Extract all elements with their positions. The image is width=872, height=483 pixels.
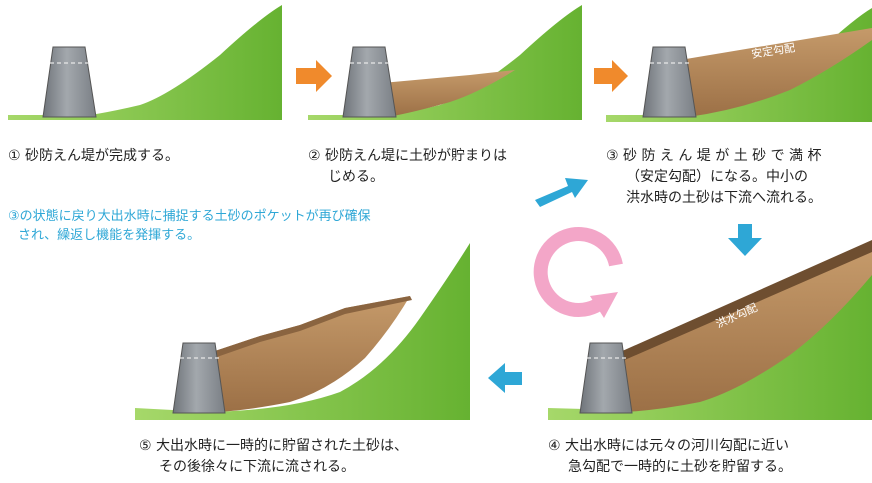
dam <box>642 46 697 118</box>
step-3-caption: ③ 砂 防 え ん 堤 が 土 砂 で 満 杯 （安定勾配）になる。中小の 洪水… <box>606 146 872 209</box>
caption-line: ⑤ 大出水時に一時的に貯留された土砂は、 <box>139 438 408 454</box>
caption-line: ① 砂防えん堤が完成する。 <box>8 148 180 164</box>
caption-line: 急勾配で一時的に土砂を貯留する。 <box>568 459 792 475</box>
stable-slope-label: 安定勾配 <box>750 40 796 61</box>
note-line: ③の状態に戻り大出水時に捕捉する土砂のポケットが再び確保 <box>8 209 371 224</box>
orange-arrow-icon <box>594 60 628 92</box>
hillside <box>548 240 872 420</box>
panel-2 <box>308 5 582 120</box>
caption-line: 洪水時の土砂は下流へ流れる。 <box>626 190 822 206</box>
caption-line: ③ 砂 防 え ん 堤 が 土 砂 で 満 杯 <box>606 148 822 164</box>
flood-slope-band <box>620 240 872 362</box>
panel-3: 安定勾配 <box>606 8 872 122</box>
cycle-arrow-icon <box>533 227 623 318</box>
note-line: され、繰返し機能を発揮する。 <box>18 228 201 243</box>
blue-left-arrow-icon <box>488 363 522 393</box>
hillside <box>308 5 582 120</box>
hillside <box>606 8 872 122</box>
step-2-caption: ② 砂防えん堤に土砂が貯まりは じめる。 <box>308 146 507 188</box>
caption-line: その後徐々に下流に流される。 <box>159 459 355 475</box>
dam <box>579 342 633 414</box>
hillside <box>8 5 282 120</box>
panel-4: 洪水勾配 <box>548 240 872 420</box>
panel-5 <box>135 243 470 420</box>
caption-line: ② 砂防えん堤に土砂が貯まりは <box>308 148 508 164</box>
sediment-surface <box>212 296 412 358</box>
caption-line: （安定勾配）になる。中小の <box>626 169 808 185</box>
caption-line: ④ 大出水時には元々の河川勾配に近い <box>548 438 789 454</box>
sediment-deposit <box>680 28 872 117</box>
blue-down-arrow-icon <box>728 224 762 256</box>
dam <box>342 46 397 118</box>
step-1-caption: ① 砂防えん堤が完成する。 <box>8 146 179 167</box>
sediment-deposit <box>212 296 410 412</box>
step-4-caption: ④ 大出水時には元々の河川勾配に近い 急勾配で一時的に土砂を貯留する。 <box>548 436 872 478</box>
sediment-deposit <box>620 250 872 412</box>
dam <box>42 46 97 118</box>
orange-arrow-icon <box>296 60 332 92</box>
cycle-note: ③の状態に戻り大出水時に捕捉する土砂のポケットが再び確保 され、繰返し機能を発揮… <box>8 207 371 245</box>
caption-line: じめる。 <box>328 169 384 185</box>
step-5-caption: ⑤ 大出水時に一時的に貯留された土砂は、 その後徐々に下流に流される。 <box>139 436 408 478</box>
hillside <box>135 243 470 420</box>
blue-arrow-icon <box>535 178 588 207</box>
panel-1 <box>8 5 282 120</box>
sediment-deposit <box>382 70 515 117</box>
dam <box>172 342 226 414</box>
